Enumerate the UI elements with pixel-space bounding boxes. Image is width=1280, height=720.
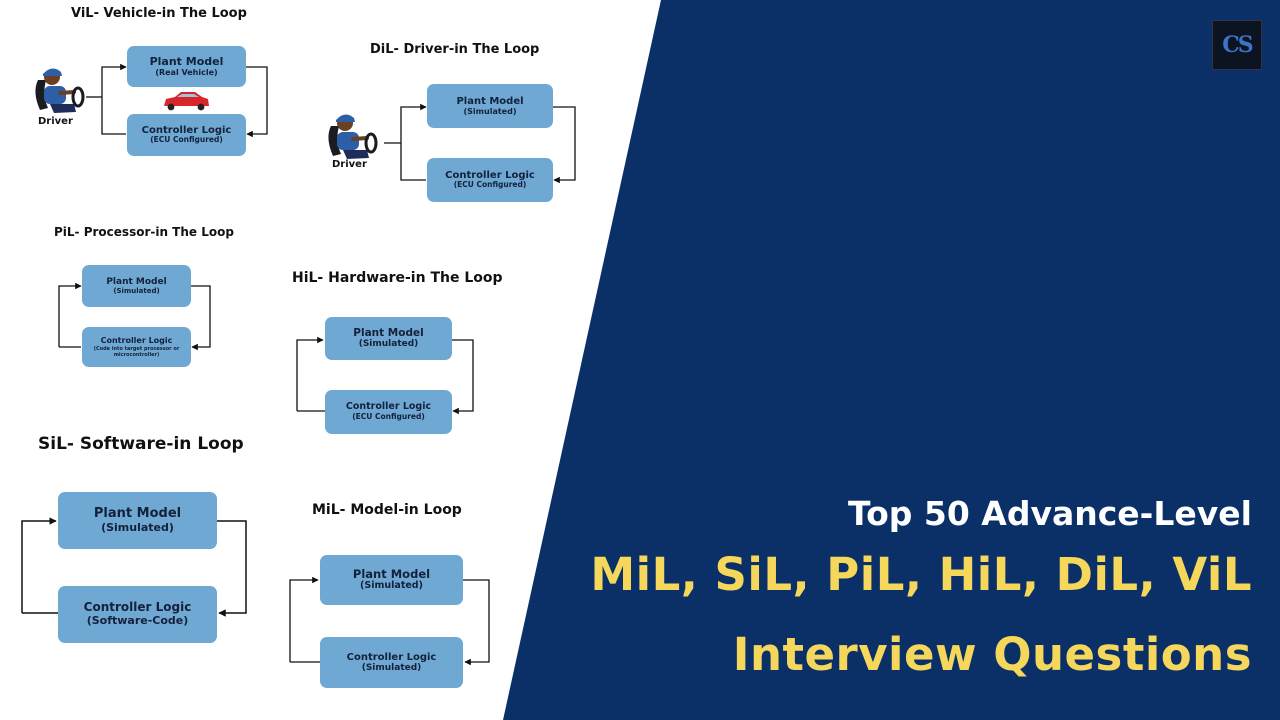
mil-controller-logic-box: Controller Logic (Simulated): [320, 637, 463, 688]
banner-headline-second-line: Interview Questions: [732, 628, 1252, 681]
mil-title: MiL- Model-in Loop: [312, 502, 462, 518]
banner-subtitle: Top 50 Advance-Level: [847, 494, 1252, 533]
dil-controller-logic-box: Controller Logic (ECU Configured): [427, 158, 553, 202]
banner-headline: MiL, SiL, PiL, HiL, DiL, ViL: [590, 548, 1252, 601]
box-main-label: Controller Logic: [83, 600, 192, 615]
box-sub-label: (Code into target processor or microcont…: [93, 345, 180, 358]
vil-driver-label: Driver: [38, 116, 73, 127]
pil-controller-logic-box: Controller Logic (Code into target proce…: [82, 327, 191, 367]
box-sub-label: (Simulated): [463, 107, 517, 117]
dil-title: DiL- Driver-in The Loop: [370, 42, 540, 57]
driver-icon: [35, 68, 85, 113]
box-main-label: Controller Logic: [445, 169, 535, 181]
pil-loop-arrows: [58, 282, 211, 351]
box-sub-label: (Simulated): [360, 580, 423, 592]
dil-plant-model-box: Plant Model (Simulated): [427, 84, 553, 128]
box-sub-label: (ECU Configured): [352, 412, 425, 422]
car-icon: [164, 92, 209, 111]
mil-plant-model-box: Plant Model (Simulated): [320, 555, 463, 605]
box-sub-label: (Simulated): [101, 520, 174, 534]
sil-plant-model-box: Plant Model (Simulated): [58, 492, 217, 549]
box-main-label: Controller Logic: [100, 336, 173, 346]
box-main-label: Plant Model: [353, 327, 424, 340]
brand-logo: CS: [1212, 20, 1262, 70]
box-main-label: Plant Model: [106, 276, 167, 287]
sil-controller-logic-box: Controller Logic (Software-Code): [58, 586, 217, 643]
box-main-label: Plant Model: [456, 95, 524, 107]
box-sub-label: (ECU Configured): [150, 135, 223, 145]
sil-loop-arrows: [21, 517, 247, 617]
dil-driver-label: Driver: [332, 159, 367, 170]
box-main-label: Plant Model: [149, 54, 224, 68]
box-sub-label: (Simulated): [358, 339, 419, 350]
navy-background: [503, 0, 1280, 720]
box-main-label: Controller Logic: [345, 401, 432, 413]
box-sub-label: (Simulated): [361, 663, 422, 674]
box-sub-label: (Simulated): [113, 287, 160, 296]
vil-title: ViL- Vehicle-in The Loop: [71, 6, 247, 21]
box-main-label: Plant Model: [93, 505, 182, 521]
box-sub-label: (Real Vehicle): [155, 68, 218, 78]
sil-title: SiL- Software-in Loop: [38, 434, 244, 454]
pil-plant-model-box: Plant Model (Simulated): [82, 265, 191, 307]
driver-icon: [328, 114, 378, 159]
pil-title: PiL- Processor-in The Loop: [54, 225, 234, 239]
box-main-label: Controller Logic: [346, 651, 437, 663]
dil-loop-arrows: [384, 103, 576, 184]
hil-controller-logic-box: Controller Logic (ECU Configured): [325, 390, 452, 434]
mil-loop-arrows: [289, 576, 490, 666]
vil-controller-logic-box: Controller Logic (ECU Configured): [127, 114, 246, 156]
vil-plant-model-box: Plant Model (Real Vehicle): [127, 46, 246, 87]
box-main-label: Controller Logic: [141, 124, 232, 136]
box-sub-label: (ECU Configured): [453, 180, 527, 190]
logo-text: CS: [1222, 32, 1253, 58]
hil-title: HiL- Hardware-in The Loop: [292, 270, 503, 286]
box-sub-label: (Software-Code): [86, 614, 189, 628]
vil-loop-arrows: [86, 63, 268, 138]
hil-plant-model-box: Plant Model (Simulated): [325, 317, 452, 360]
hil-loop-arrows: [296, 336, 474, 415]
box-main-label: Plant Model: [352, 566, 431, 581]
